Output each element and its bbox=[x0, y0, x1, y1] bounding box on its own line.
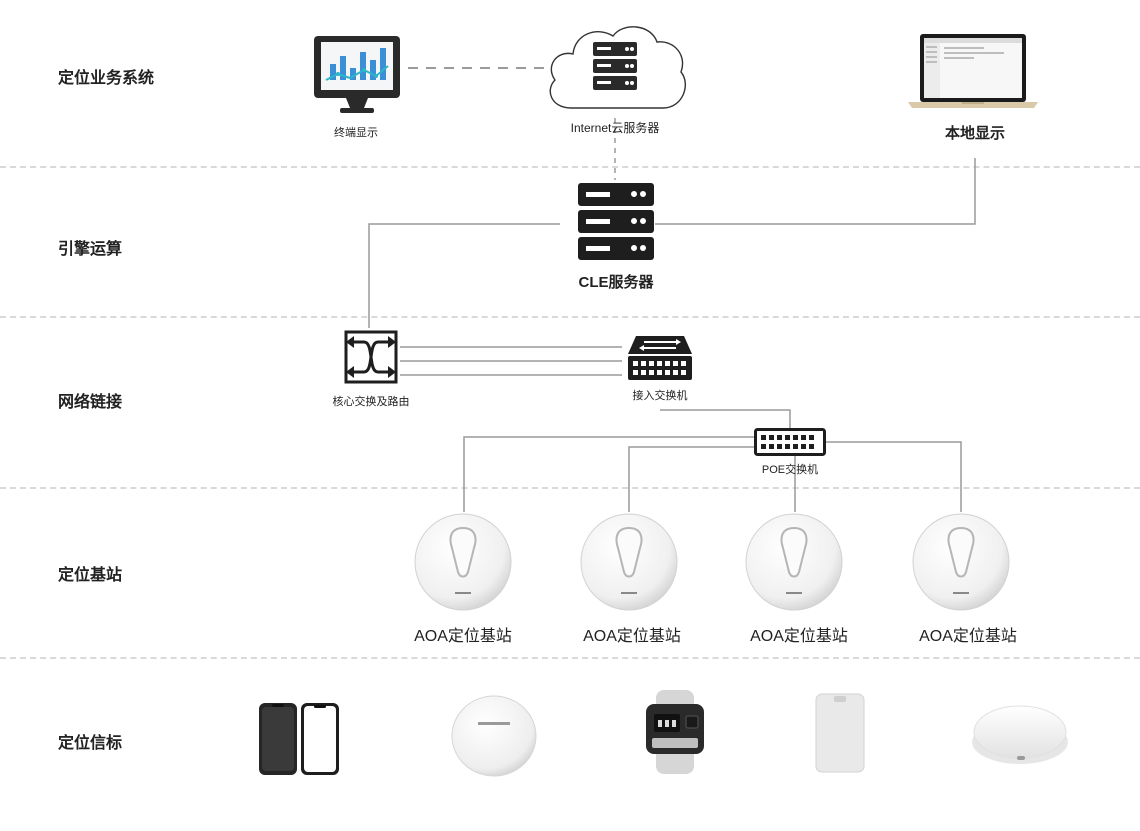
base-station-icon bbox=[912, 513, 1010, 611]
layer-divider-1 bbox=[0, 166, 1140, 168]
layer-label-business: 定位业务系统 bbox=[58, 70, 155, 87]
access-poe-link bbox=[660, 409, 791, 428]
cloud-server-label: Internet云服务器 bbox=[570, 121, 660, 135]
cle-local-link bbox=[655, 158, 976, 225]
layer-divider-3 bbox=[0, 487, 1140, 489]
smartphone-beacon-icon bbox=[257, 701, 341, 777]
base-station-label-1: AOA定位基站 bbox=[414, 628, 512, 645]
poe-switch-icon bbox=[754, 428, 826, 456]
aoa-base-station-3 bbox=[743, 512, 845, 612]
cloud-icon bbox=[541, 20, 689, 120]
poe-station-3-link bbox=[794, 446, 825, 512]
card-beacon-icon bbox=[814, 692, 866, 774]
base-station-label-3: AOA定位基站 bbox=[750, 628, 848, 645]
base-station-icon bbox=[745, 513, 843, 611]
layer-label-beacon: 定位信标 bbox=[58, 735, 123, 752]
aoa-base-station-4 bbox=[910, 512, 1012, 612]
base-station-icon bbox=[414, 513, 512, 611]
poe-station-4-link bbox=[826, 441, 962, 512]
base-station-label-2: AOA定位基站 bbox=[583, 628, 681, 645]
poe-station-1-link bbox=[463, 436, 754, 512]
layer-divider-4 bbox=[0, 657, 1140, 659]
cle-server-label: CLE服务器 bbox=[578, 274, 654, 291]
layer-label-engine: 引擎运算 bbox=[58, 241, 123, 258]
layer-label-network: 网络链接 bbox=[58, 394, 123, 411]
laptop-icon bbox=[906, 32, 1040, 110]
aoa-base-station-2 bbox=[578, 512, 680, 612]
local-display-label: 本地显示 bbox=[944, 125, 1005, 142]
access-switch-label: 接入交换机 bbox=[632, 390, 688, 402]
server-icon bbox=[593, 42, 637, 90]
core-router-icon bbox=[344, 330, 398, 384]
tag-beacon-icon bbox=[448, 692, 540, 778]
core-switch-label: 核心交换及路由 bbox=[332, 396, 410, 408]
cle-server-icon bbox=[576, 181, 656, 261]
base-station-icon bbox=[580, 513, 678, 611]
access-switch-icon bbox=[626, 334, 694, 382]
poe-switch-label: POE交换机 bbox=[761, 464, 819, 476]
layer-label-station: 定位基站 bbox=[58, 567, 123, 584]
monitor-icon bbox=[312, 34, 402, 116]
puck-beacon-icon bbox=[969, 702, 1071, 768]
poe-station-2-link bbox=[628, 446, 754, 512]
layer-divider-2 bbox=[0, 316, 1140, 318]
base-station-label-4: AOA定位基站 bbox=[919, 628, 1017, 645]
cle-core-link bbox=[368, 223, 560, 328]
wristband-beacon-icon bbox=[640, 690, 710, 774]
aoa-base-station-1 bbox=[412, 512, 514, 612]
terminal-display-label: 终端显示 bbox=[334, 127, 378, 139]
